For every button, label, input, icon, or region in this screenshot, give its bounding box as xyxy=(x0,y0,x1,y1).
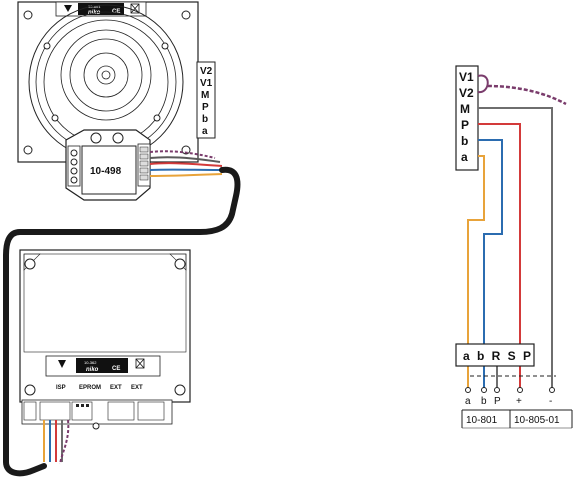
mount-hole xyxy=(23,145,33,155)
mount-hole xyxy=(23,10,33,20)
port-label-ext2: EXT xyxy=(131,385,143,391)
wire-red xyxy=(149,162,223,167)
wire-purple-twisted xyxy=(59,419,70,465)
wire-blue-b xyxy=(478,139,503,388)
wire-orange xyxy=(149,173,223,177)
speaker-terminal-v1: V1 xyxy=(200,78,213,89)
speaker-dustcap xyxy=(96,65,116,85)
mount-hole xyxy=(24,384,36,396)
schematic-terminal-v2: V2 xyxy=(459,86,474,100)
module-ref-10-801: 10-801 xyxy=(466,415,498,426)
control-unit-housing xyxy=(19,249,191,403)
connector-left-terminals xyxy=(67,145,81,187)
connector-module: 10-498 xyxy=(65,129,151,201)
bottom-label-plus: + xyxy=(516,396,522,407)
terminal-dot-plus xyxy=(517,387,523,393)
port-ext2 xyxy=(137,401,165,421)
schematic-terminal-block xyxy=(455,65,479,171)
control-brand-plate xyxy=(76,358,128,373)
schematic-bus-block xyxy=(455,343,535,367)
wire-gray-minus xyxy=(478,107,553,388)
control-brand-label: niko xyxy=(86,367,99,373)
mount-hole xyxy=(24,258,36,270)
port-ext1 xyxy=(107,401,135,421)
warning-icon xyxy=(64,5,72,12)
port-label-isp: ISP xyxy=(56,385,66,391)
module-ref-10-805-01: 10-805-01 xyxy=(514,415,560,426)
control-ce-label: CE xyxy=(112,366,120,372)
schematic: V1 V2 M P b a a b R S P a b P + - xyxy=(455,65,573,429)
bottom-label-minus: - xyxy=(549,396,552,407)
speaker-terminal-b: b xyxy=(202,114,208,125)
schematic-terminal-p: P xyxy=(461,118,469,132)
bottom-label-b: b xyxy=(481,396,487,407)
speaker-terminal-strip xyxy=(196,61,216,139)
schematic-terminal-a: a xyxy=(461,150,468,164)
warning-icon xyxy=(58,360,66,368)
bottom-label-a: a xyxy=(465,396,471,407)
bottom-label-p: P xyxy=(494,396,501,407)
wire-purple-twisted xyxy=(149,150,216,159)
connector-wires xyxy=(149,150,223,177)
wire-gray xyxy=(149,156,221,163)
speaker-terminal-p: P xyxy=(202,102,209,113)
speaker-terminal-v2: V2 xyxy=(200,66,213,77)
mount-hole xyxy=(174,384,186,396)
mount-hole xyxy=(181,145,191,155)
control-wires xyxy=(43,419,70,465)
control-unit: 10-362 niko CE ISP EPROM EXT EXT xyxy=(19,249,191,430)
mount-hole xyxy=(174,258,186,270)
wire-orange-a xyxy=(467,155,485,388)
bin-icon xyxy=(130,3,140,14)
schematic-terminal-v1: V1 xyxy=(459,70,474,84)
speaker-cone xyxy=(60,29,152,121)
terminal-dot-minus xyxy=(549,387,555,393)
schematic-terminal-b: b xyxy=(461,134,468,148)
mount-hole xyxy=(181,10,191,20)
terminal-dot-a xyxy=(465,387,471,393)
terminal-dot-p xyxy=(494,387,500,393)
port-label-eprom: EPROM xyxy=(79,385,101,391)
wire-purple-twisted xyxy=(487,84,567,106)
connector-label: 10-498 xyxy=(90,166,122,177)
speaker-terminal-a: a xyxy=(202,126,208,137)
port-label-ext1: EXT xyxy=(110,385,122,391)
wire-red-plus xyxy=(478,123,521,388)
port-isp xyxy=(39,401,71,421)
connector-center-block xyxy=(81,145,137,195)
terminal-dot-b xyxy=(481,387,487,393)
main-cable xyxy=(3,166,241,477)
speaker-code-label: 10-801 xyxy=(88,4,101,9)
control-code-label: 10-362 xyxy=(84,360,97,365)
speaker-ce-label: CE xyxy=(112,9,120,15)
speaker-terminal-m: M xyxy=(201,90,209,101)
wire-purple-loop xyxy=(477,74,489,94)
schematic-bus-label: a b R S P xyxy=(463,349,533,363)
bin-icon xyxy=(135,358,145,369)
schematic-terminal-m: M xyxy=(460,102,470,116)
